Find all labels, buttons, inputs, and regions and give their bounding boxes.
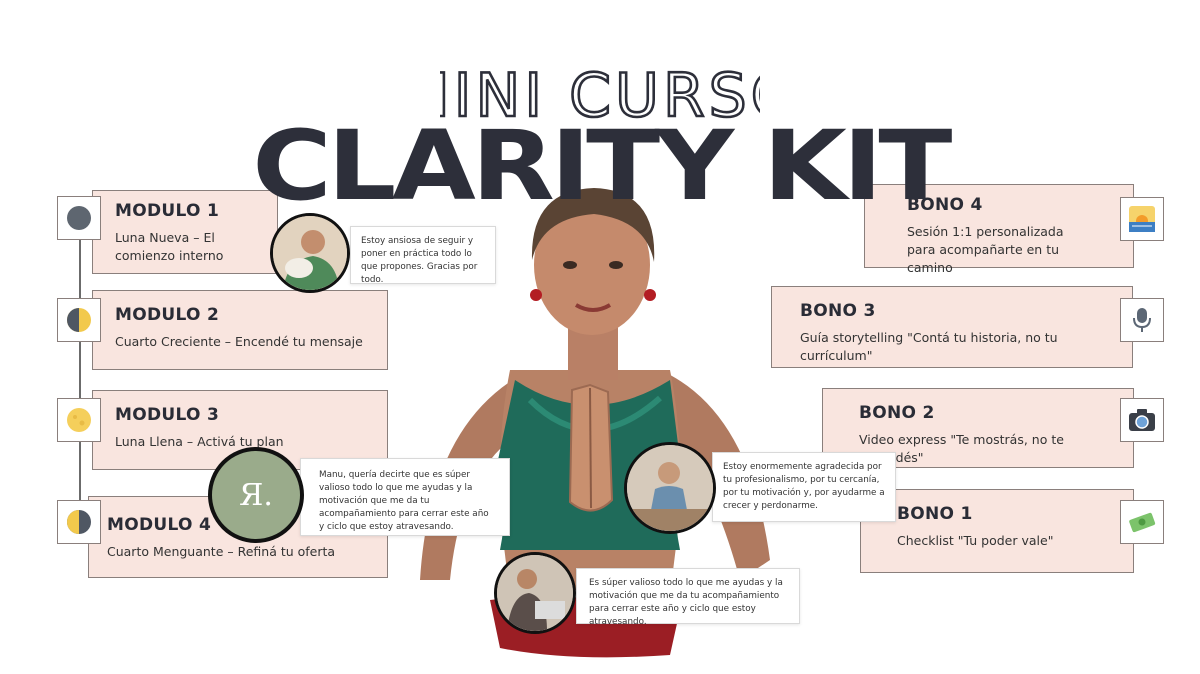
module-subtitle: Cuarto Creciente – Encendé tu mensaje xyxy=(115,334,363,349)
avatar-letter: Я. xyxy=(239,477,273,513)
module-title: MODULO 3 xyxy=(115,405,220,425)
camera-icon xyxy=(1129,409,1155,431)
bono-title: BONO 3 xyxy=(800,301,876,321)
bono-card-3[interactable]: BONO 3 Guía storytelling "Contá tu histo… xyxy=(771,286,1133,368)
testimonial-text: Estoy ansiosa de seguir y poner en práct… xyxy=(361,236,478,285)
module-icon-box-4 xyxy=(57,500,101,544)
module-title: MODULO 1 xyxy=(115,201,220,221)
bono-icon-box-4 xyxy=(1120,197,1164,241)
module-subtitle: Luna Llena – Activá tu plan xyxy=(115,434,284,449)
new-moon-icon xyxy=(67,206,91,230)
full-moon-icon xyxy=(67,408,91,432)
testimonial-card-2: Manu, quería decirte que es súper valios… xyxy=(300,458,510,536)
module-subtitle: Cuarto Menguante – Refiná tu oferta xyxy=(107,544,336,559)
module-icon-box-3 xyxy=(57,398,101,442)
first-quarter-moon-icon xyxy=(67,308,91,332)
timeline-rail xyxy=(79,230,81,530)
module-card-1[interactable]: MODULO 1 Luna Nueva – El comienzo intern… xyxy=(92,190,278,274)
module-title: MODULO 4 xyxy=(107,515,212,535)
page-title: CLARITY KIT xyxy=(252,110,952,222)
bono-card-4[interactable]: BONO 4 Sesión 1:1 personalizada para aco… xyxy=(864,184,1134,275)
module-title: MODULO 2 xyxy=(115,305,220,325)
testimonial-avatar-3 xyxy=(624,442,716,534)
testimonial-card-1: Estoy ansiosa de seguir y poner en práct… xyxy=(350,226,496,285)
testimonial-card-3: Estoy enormemente agradecida por tu prof… xyxy=(712,452,896,522)
testimonial-card-4: Es súper valioso todo lo que me ayudas y… xyxy=(576,568,800,627)
testimonial-text: Estoy enormemente agradecida por tu prof… xyxy=(723,462,885,511)
bono-icon-box-2 xyxy=(1120,398,1164,442)
bono-subtitle: Guía storytelling "Contá tu historia, no… xyxy=(800,330,1058,363)
bono-icon-box-1 xyxy=(1120,500,1164,544)
bono-title: BONO 1 xyxy=(897,504,973,524)
bono-title: BONO 2 xyxy=(859,403,935,423)
money-icon xyxy=(1129,512,1156,533)
module-icon-box-1 xyxy=(57,196,101,240)
module-icon-box-2 xyxy=(57,298,101,342)
bono-icon-box-3 xyxy=(1120,298,1164,342)
testimonial-avatar-2: Я. xyxy=(208,447,304,543)
microphone-icon xyxy=(1133,308,1151,332)
module-subtitle: Luna Nueva – El comienzo interno xyxy=(115,230,224,263)
bono-card-1[interactable]: BONO 1 Checklist "Tu poder vale" xyxy=(860,489,1134,573)
testimonial-avatar-1 xyxy=(270,213,350,293)
bono-title: BONO 4 xyxy=(907,195,983,215)
last-quarter-moon-icon xyxy=(67,510,91,534)
sunrise-icon xyxy=(1129,206,1155,232)
module-card-2[interactable]: MODULO 2 Cuarto Creciente – Encendé tu m… xyxy=(92,290,388,370)
testimonial-avatar-4 xyxy=(494,552,576,634)
bono-subtitle: Checklist "Tu poder vale" xyxy=(897,533,1054,548)
mini-curso-text: MINI CURSO xyxy=(440,61,760,130)
testimonial-text: Manu, quería decirte que es súper valios… xyxy=(319,470,489,532)
bono-subtitle: Sesión 1:1 personalizada para acompañart… xyxy=(907,224,1064,275)
testimonial-text: Es súper valioso todo lo que me ayudas y… xyxy=(589,578,783,627)
mini-curso-title: MINI CURSO xyxy=(0,58,1200,130)
